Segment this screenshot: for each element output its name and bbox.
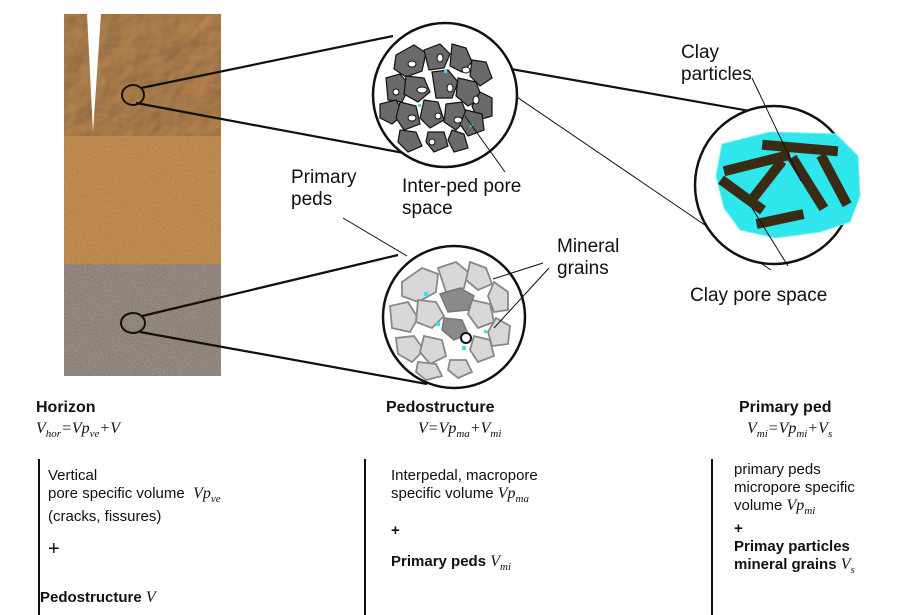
horizon-description: Vertical pore specific volume Vpve (crac… — [48, 467, 248, 526]
pedostructure-heading: Pedostructure — [386, 399, 494, 417]
horizon-line-2: pore specific volume Vpve — [48, 485, 248, 508]
pedostructure-divider — [364, 459, 366, 615]
primary-ped-bottom-line-1: Primay particles — [734, 538, 906, 556]
horizon-heading: Horizon — [36, 399, 96, 417]
pedostructure-line-1: Interpedal, macropore — [391, 467, 621, 485]
primary-ped-vpmi-symbol: Vpmi — [787, 497, 816, 514]
pedostructure-line-2: specific volume Vpma — [391, 485, 621, 508]
inter-ped-pore-space-label: Inter-ped pore space — [402, 176, 532, 220]
pedostructure-description: Interpedal, macropore specific volume Vp… — [391, 467, 621, 508]
micro-sample-marker — [461, 333, 471, 343]
primary-ped-line-2: micropore specific — [734, 479, 906, 497]
pedostructure-formula: V=Vpma+Vmi — [418, 420, 501, 440]
mineral-grains-label: Mineral grains — [557, 236, 641, 280]
clay-particles-label: Clay particles — [681, 42, 781, 86]
pedostructure-bottom-line: Primary peds Vmi — [391, 553, 511, 576]
horizon-line-1: Vertical — [48, 467, 248, 485]
primary-ped-line-1: primary peds — [734, 461, 906, 479]
primary-ped-line-3: volume Vpmi — [734, 497, 906, 520]
pedostructure-circle — [373, 23, 517, 167]
horizon-top-layer — [64, 14, 221, 136]
primary-ped-bottom-line-2: mineral grains Vs — [734, 556, 906, 579]
pedostructure-plus: + — [391, 522, 400, 540]
primary-ped-description: primary peds micropore specific volume V… — [734, 461, 906, 579]
horizon-formula: Vhor=Vpve+V — [36, 420, 120, 440]
primary-ped-formula: Vmi=Vpmi+Vs — [747, 420, 832, 440]
horizon-bottom-line: Pedostructure V — [40, 589, 156, 607]
primary-ped-plus: + — [734, 520, 906, 538]
primary-peds-label: Primary peds — [291, 167, 383, 211]
pedostructure-vpma-symbol: Vpma — [498, 485, 529, 502]
soil-profile — [64, 14, 221, 376]
clay-pore-space-label: Clay pore space — [690, 285, 827, 307]
primary-ped-heading: Primary ped — [739, 399, 831, 417]
horizon-bottom-layer — [64, 264, 221, 376]
primary-ped-divider — [711, 459, 713, 615]
horizon-plus: + — [48, 540, 60, 558]
clay-particle-circle — [695, 106, 860, 264]
horizon-middle-layer — [64, 136, 221, 264]
horizon-line-3: (cracks, fissures) — [48, 508, 248, 526]
horizon-vpve-symbol: Vpve — [193, 485, 221, 502]
